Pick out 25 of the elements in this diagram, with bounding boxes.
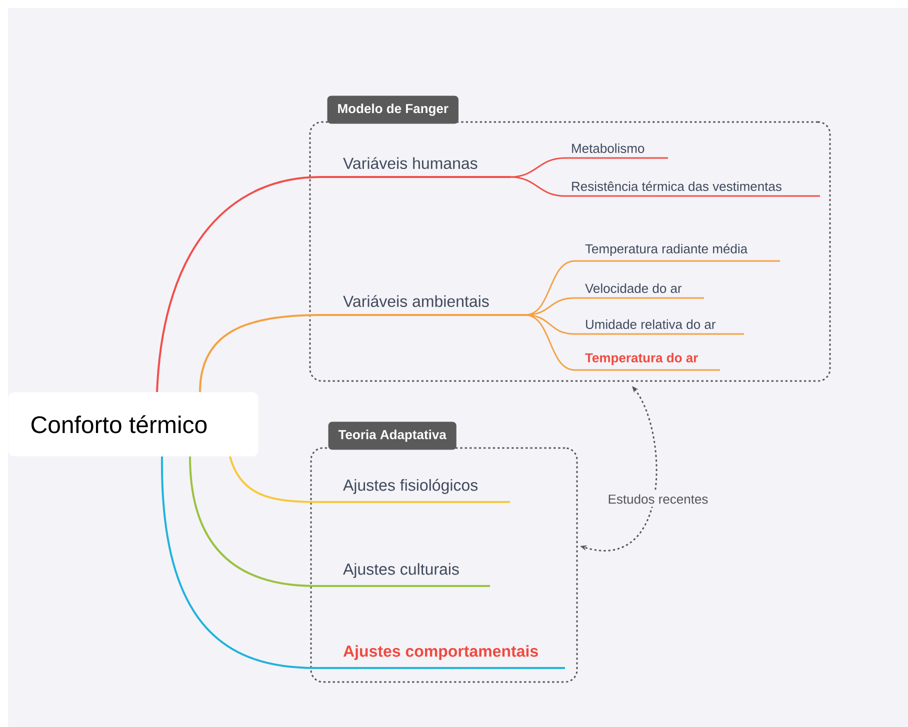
connector (524, 314, 720, 371)
connector (524, 297, 704, 316)
connector (161, 456, 565, 669)
connector (189, 456, 490, 587)
connector (156, 176, 510, 392)
connector (510, 176, 820, 197)
node-label: Modelo de Fanger (338, 104, 448, 116)
edge-label: Estudos recentes (604, 491, 712, 507)
branch-label: Variáveis humanas (343, 157, 478, 169)
branch-label: Velocidade do ar (585, 283, 682, 293)
branch-label: Metabolismo (572, 143, 644, 153)
node-label: Conforto térmico (31, 415, 207, 434)
branch-label: Ajustes comportamentais (343, 645, 538, 660)
branch-label: Ajustes culturais (343, 563, 459, 578)
connector (229, 456, 510, 503)
central-topic: Conforto térmico (8, 392, 258, 456)
connector (199, 314, 525, 392)
node-label: Teoria Adaptativa (338, 430, 446, 442)
branch-label: Resistência térmica das vestimentas (572, 181, 782, 191)
branch-label: Variáveis ambientais (343, 295, 489, 307)
connector (510, 157, 668, 178)
branch-label: Temperatura do ar (585, 352, 698, 365)
branch-label: Ajustes fisiológicos (343, 478, 478, 494)
branch-label: Temperatura radiante média (585, 244, 748, 256)
branch-label: Umidade relativa do ar (586, 319, 716, 329)
